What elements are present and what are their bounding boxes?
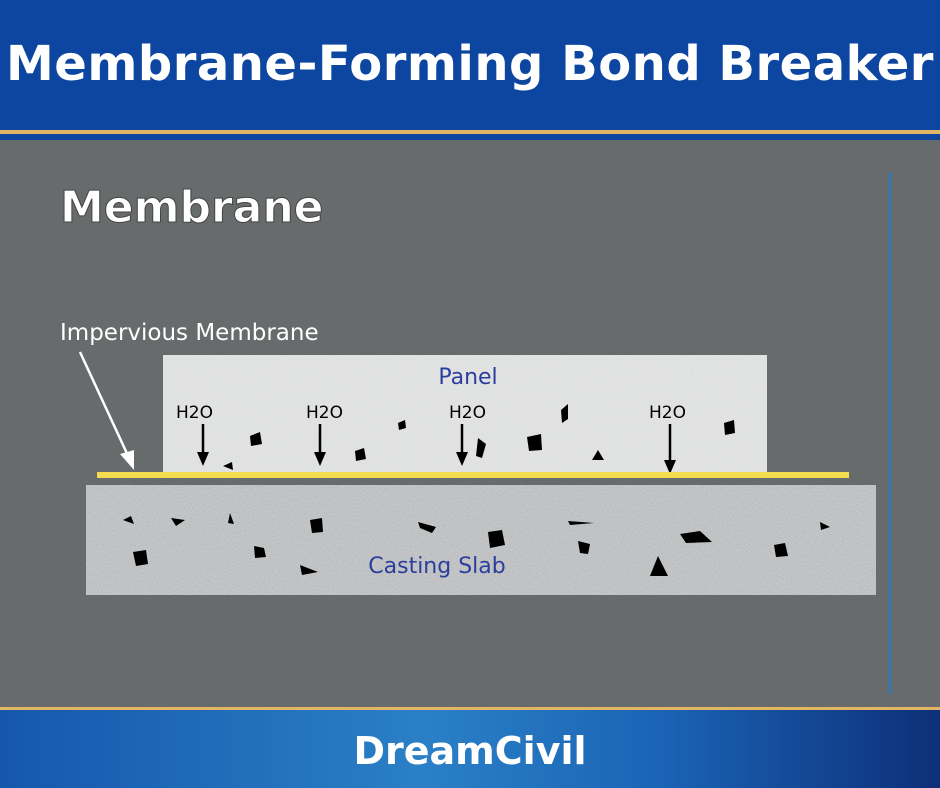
header-divider-blue — [0, 134, 940, 140]
diagram-heading: Membrane — [60, 182, 324, 233]
membrane-pointer-arrowhead — [120, 450, 134, 470]
footer-divider-gold — [0, 707, 940, 711]
panel-label: Panel — [438, 365, 497, 390]
slab-label: Casting Slab — [368, 554, 505, 579]
membrane-pointer-arrow — [78, 351, 132, 461]
impervious-membrane — [97, 472, 849, 478]
membrane-diagram: Membrane Impervious Membrane Panel H2O H… — [60, 172, 891, 694]
header-divider-gold — [0, 130, 940, 134]
page-title: Membrane-Forming Bond Breaker — [6, 36, 934, 92]
footer-banner: DreamCivil — [0, 710, 940, 788]
brand-name: DreamCivil — [353, 729, 587, 773]
casting-slab-block — [86, 485, 876, 595]
h2o-label-4: H2O — [649, 403, 686, 423]
slab-aggregate — [123, 513, 830, 576]
water-arrows — [197, 424, 676, 474]
panel-aggregate — [223, 404, 735, 470]
header-banner: Membrane-Forming Bond Breaker — [0, 0, 940, 136]
membrane-label: Impervious Membrane — [60, 320, 319, 346]
h2o-label-2: H2O — [306, 403, 343, 423]
h2o-label-1: H2O — [176, 403, 213, 423]
h2o-label-3: H2O — [449, 403, 486, 423]
